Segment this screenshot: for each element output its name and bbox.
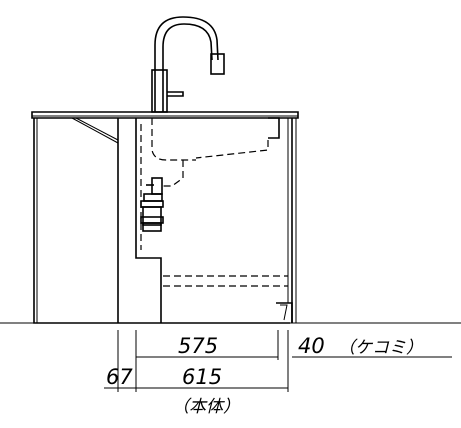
dimension-40: 40 (298, 334, 325, 358)
left-cabinet (33, 117, 119, 324)
main-cabinet (117, 118, 297, 324)
dimension-615: 615 (182, 365, 222, 389)
drain-trap (140, 177, 164, 232)
body-label: （本体） (172, 397, 240, 417)
faucet (151, 16, 225, 113)
kick-label: （ケコミ） (338, 338, 423, 358)
sink-basin (140, 117, 288, 287)
countertop (31, 111, 299, 119)
dimension-lines (0, 322, 461, 392)
dimension-575: 575 (178, 334, 218, 358)
dimension-67: 67 (106, 365, 133, 389)
